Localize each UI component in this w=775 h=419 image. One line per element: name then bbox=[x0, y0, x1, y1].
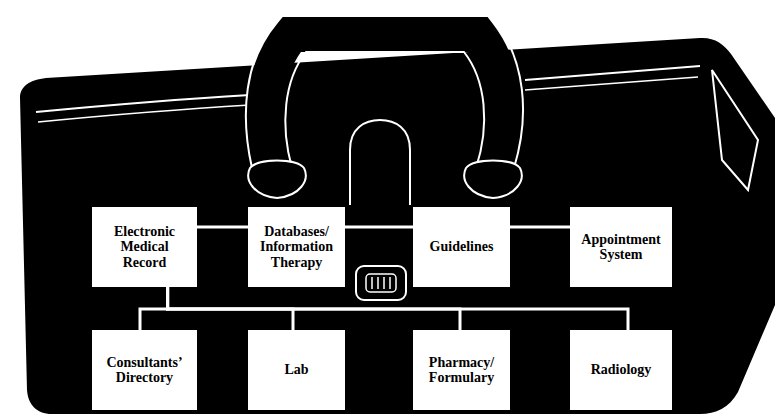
bag-trim bbox=[36, 95, 250, 112]
system-box: Guidelines bbox=[413, 207, 510, 287]
text-holder: Radiology bbox=[591, 362, 652, 377]
bag-body bbox=[20, 38, 775, 414]
connector-line bbox=[168, 287, 628, 330]
system-box: Consultants’ Directory bbox=[92, 330, 197, 410]
bag-trim bbox=[525, 66, 700, 80]
box-label: Electronic Medical Record bbox=[97, 224, 192, 269]
box-label: Lab bbox=[284, 362, 308, 377]
bag-trim bbox=[38, 105, 250, 122]
bag-side-panel bbox=[712, 70, 758, 190]
connector-line bbox=[197, 226, 248, 229]
system-box: Radiology bbox=[570, 330, 672, 410]
bag-handle-outline bbox=[246, 16, 523, 168]
text-holder: Consultants’ Directory bbox=[97, 355, 192, 385]
text-holder: Electronic Medical Record bbox=[97, 224, 192, 269]
system-box: Pharmacy/ Formulary bbox=[413, 330, 510, 410]
box-label: Appointment System bbox=[575, 232, 667, 262]
system-box: Lab bbox=[248, 330, 345, 410]
box-label: Guidelines bbox=[430, 239, 494, 254]
connector-line bbox=[345, 226, 413, 229]
system-box: Electronic Medical Record bbox=[92, 207, 197, 287]
text-holder: Pharmacy/ Formulary bbox=[418, 355, 505, 385]
handle-clasp bbox=[464, 161, 521, 199]
bag-handle bbox=[264, 34, 503, 170]
bag-flap bbox=[350, 120, 410, 205]
text-holder: Databases/ Information Therapy bbox=[253, 224, 340, 269]
box-label: Databases/ Information Therapy bbox=[253, 224, 340, 269]
text-holder: Appointment System bbox=[575, 232, 667, 262]
bag-lock bbox=[356, 266, 406, 300]
bag-handle-outline bbox=[285, 52, 484, 168]
connector-line bbox=[140, 287, 168, 330]
bag-lock bbox=[372, 277, 390, 289]
system-box: Appointment System bbox=[570, 207, 672, 287]
text-holder: Lab bbox=[284, 362, 308, 377]
connector-line bbox=[510, 226, 570, 229]
system-box: Databases/ Information Therapy bbox=[248, 207, 345, 287]
box-label: Consultants’ Directory bbox=[97, 355, 192, 385]
box-label: Radiology bbox=[591, 362, 652, 377]
box-label: Pharmacy/ Formulary bbox=[418, 355, 505, 385]
bag-trim bbox=[525, 77, 698, 90]
text-holder: Guidelines bbox=[430, 239, 494, 254]
handle-clasp bbox=[248, 161, 305, 199]
bag-lock bbox=[366, 274, 396, 292]
